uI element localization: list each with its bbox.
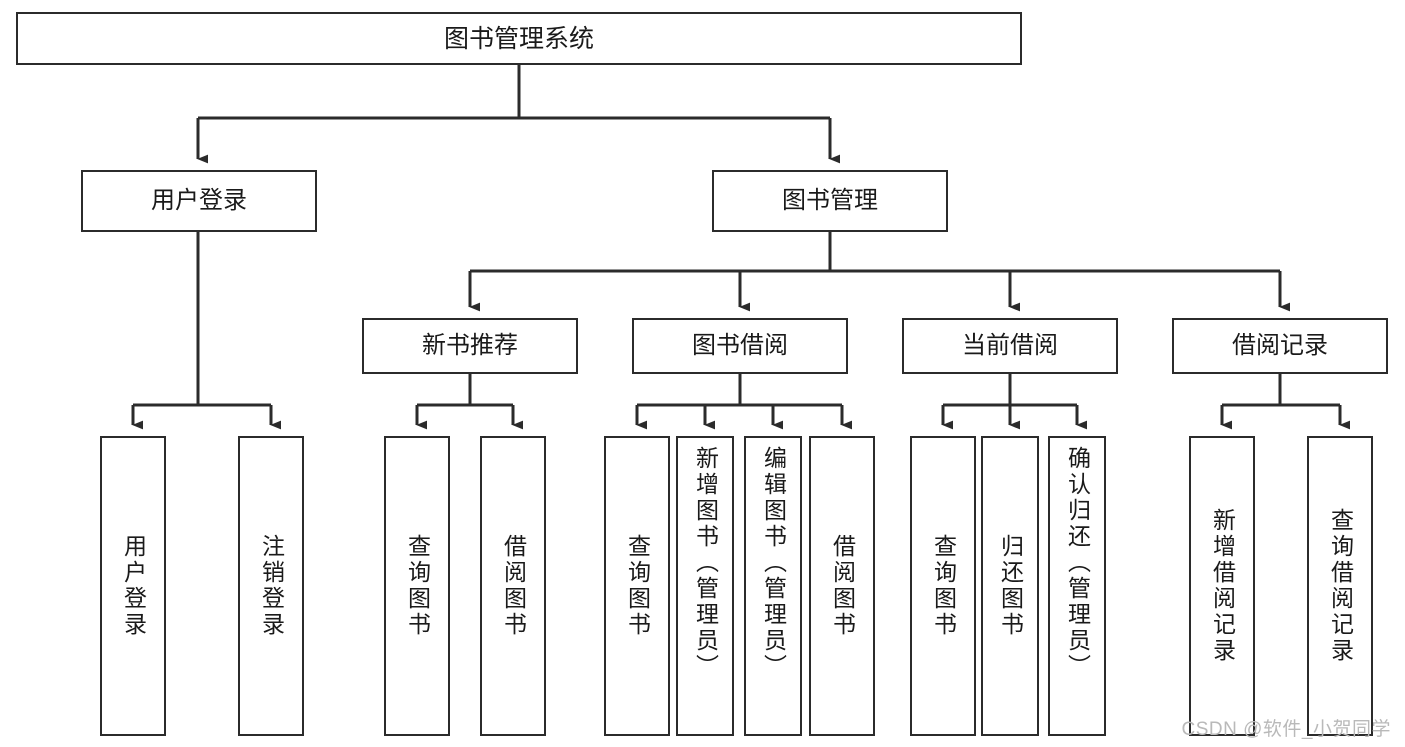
node-leaf-add-record[interactable]: 新增借阅记录 [1189, 436, 1255, 736]
node-borrow-record-label: 借阅记录 [1232, 331, 1328, 359]
node-leaf-add-record-label: 新增借阅记录 [1209, 508, 1236, 664]
node-new-book-recommend-label: 新书推荐 [422, 331, 518, 359]
node-book-management-label: 图书管理 [782, 186, 878, 214]
node-new-book-recommend[interactable]: 新书推荐 [362, 318, 578, 374]
node-leaf-user-login[interactable]: 用户登录 [100, 436, 166, 736]
node-leaf-logout-login-label: 注销登录 [258, 534, 285, 638]
node-leaf-user-login-label: 用户登录 [120, 534, 147, 638]
node-leaf-return-book[interactable]: 归还图书 [981, 436, 1039, 736]
node-current-borrow-label: 当前借阅 [962, 331, 1058, 359]
node-leaf-borrow-book-1-label: 借阅图书 [500, 534, 527, 638]
node-root[interactable]: 图书管理系统 [16, 12, 1022, 65]
node-leaf-logout-login[interactable]: 注销登录 [238, 436, 304, 736]
node-user-login-label: 用户登录 [151, 186, 247, 214]
node-leaf-query-book-1[interactable]: 查询图书 [384, 436, 450, 736]
node-leaf-return-book-label: 归还图书 [997, 534, 1024, 638]
node-leaf-borrow-book-2-label: 借阅图书 [829, 534, 856, 638]
node-leaf-query-book-2-label: 查询图书 [624, 534, 651, 638]
node-leaf-add-book[interactable]: 新增图书（管理员） [676, 436, 734, 736]
node-leaf-query-book-1-label: 查询图书 [404, 534, 431, 638]
node-book-borrow[interactable]: 图书借阅 [632, 318, 848, 374]
node-leaf-edit-book-label: 编辑图书（管理员） [760, 446, 787, 680]
node-leaf-query-book-2[interactable]: 查询图书 [604, 436, 670, 736]
node-leaf-confirm-return-label: 确认归还（管理员） [1064, 446, 1091, 680]
node-current-borrow[interactable]: 当前借阅 [902, 318, 1118, 374]
node-user-login[interactable]: 用户登录 [81, 170, 317, 232]
node-leaf-query-book-3[interactable]: 查询图书 [910, 436, 976, 736]
node-leaf-borrow-book-2[interactable]: 借阅图书 [809, 436, 875, 736]
node-leaf-borrow-book-1[interactable]: 借阅图书 [480, 436, 546, 736]
node-leaf-query-book-3-label: 查询图书 [930, 534, 957, 638]
node-leaf-query-record[interactable]: 查询借阅记录 [1307, 436, 1373, 736]
node-book-borrow-label: 图书借阅 [692, 331, 788, 359]
node-root-label: 图书管理系统 [443, 24, 594, 53]
node-leaf-add-book-label: 新增图书（管理员） [692, 446, 719, 680]
node-leaf-query-record-label: 查询借阅记录 [1327, 508, 1354, 664]
node-book-management[interactable]: 图书管理 [712, 170, 948, 232]
node-leaf-confirm-return[interactable]: 确认归还（管理员） [1048, 436, 1106, 736]
watermark: CSDN @软件_小贺同学 [1181, 719, 1391, 740]
node-borrow-record[interactable]: 借阅记录 [1172, 318, 1388, 374]
node-leaf-edit-book[interactable]: 编辑图书（管理员） [744, 436, 802, 736]
